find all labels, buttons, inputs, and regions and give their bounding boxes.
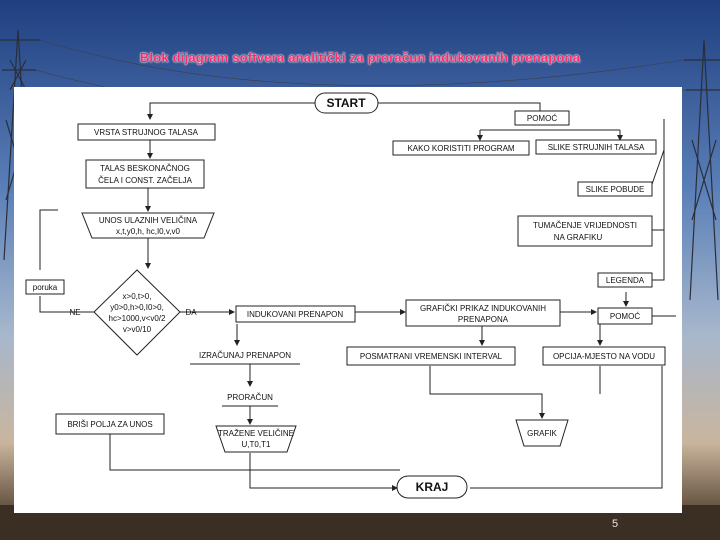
trazene-label-1: TRAŽENE VELIČINE (218, 429, 294, 438)
unos-label-2: x,t,y0,h, hc,I0,v,v0 (116, 227, 180, 236)
pomoc-top-label: POMOĆ (527, 114, 557, 123)
start-label: START (326, 96, 366, 110)
opcija-label: OPCIJA-MJESTO NA VODU (553, 352, 655, 361)
legenda-label: LEGENDA (606, 276, 645, 285)
decision-label-3: hc>1000,v<v0/2 (109, 314, 166, 323)
da-label: DA (185, 308, 197, 317)
graficki-label-1: GRAFIČKI PRIKAZ INDUKOVANIH (420, 304, 546, 313)
page-number: 5 (612, 518, 619, 530)
posmatrani-node (346, 346, 516, 366)
kraj-label: KRAJ (416, 480, 449, 494)
trazene-label-2: U,T0,T1 (242, 440, 271, 449)
opcija-node (542, 346, 666, 366)
grafik-label: GRAFIK (527, 429, 557, 438)
tumacenje-node (517, 215, 653, 247)
talas-label-2: ČELA I CONST. ZAČELJA (98, 176, 192, 185)
tumacenje-label-1: TUMAČENJE VRIJEDNOSTI (533, 221, 637, 230)
vrsta-label: VRSTA STRUJNOG TALASA (94, 128, 199, 137)
poruka-label: poruka (33, 283, 58, 292)
slike-talasa-label: SLIKE STRUJNIH TALASA (548, 143, 645, 152)
graficki-node (405, 299, 561, 327)
indukovani-label: INDUKOVANI PRENAPON (247, 310, 344, 319)
ne-label: NE (69, 308, 80, 317)
slike-talasa-node (535, 139, 657, 155)
decision-label-1: x>0,t>0, (123, 292, 152, 301)
slide-title: Blok dijagram softvera analitički za pro… (139, 50, 581, 65)
brisi-node (55, 413, 165, 435)
pomoc-right-label: POMOĆ (610, 312, 640, 321)
pomoc-right-node (597, 307, 653, 325)
indukovani-node (235, 305, 356, 323)
unos-node (81, 212, 215, 239)
proracun-label: PRORAČUN (227, 393, 273, 402)
kraj-node (396, 475, 468, 499)
talas-label-1: TALAS BESKONAČNOG (100, 164, 190, 173)
start-node (314, 92, 379, 114)
talas-node (85, 159, 205, 189)
pomoc-top-node (514, 110, 570, 126)
brisi-label: BRIŠI POLJA ZA UNOS (67, 420, 152, 429)
vrsta-node (77, 123, 216, 141)
graficki-label-2: PRENAPONA (458, 315, 509, 324)
decision-node (93, 269, 181, 356)
poruka-node (25, 279, 65, 295)
kako-label: KAKO KORISTITI PROGRAM (407, 144, 514, 153)
trazene-node (215, 425, 297, 453)
kako-node (392, 140, 530, 156)
posmatrani-label: POSMATRANI VREMENSKI INTERVAL (360, 352, 503, 361)
izracunaj-label: IZRAČUNAJ PRENAPON (199, 351, 291, 360)
grafik-node (515, 419, 569, 447)
slike-pobude-label: SLIKE POBUDE (586, 185, 645, 194)
power-pylon-right (684, 39, 720, 301)
unos-label-1: UNOS ULAZNIH VELIČINA (99, 216, 198, 225)
legenda-node (597, 272, 653, 288)
decision-label-2: y0>0,h>0,I0>0, (110, 303, 164, 312)
slike-pobude-node (577, 181, 653, 197)
decision-label-4: v>v0/10 (123, 325, 152, 334)
tumacenje-label-2: NA GRAFIKU (554, 233, 603, 242)
